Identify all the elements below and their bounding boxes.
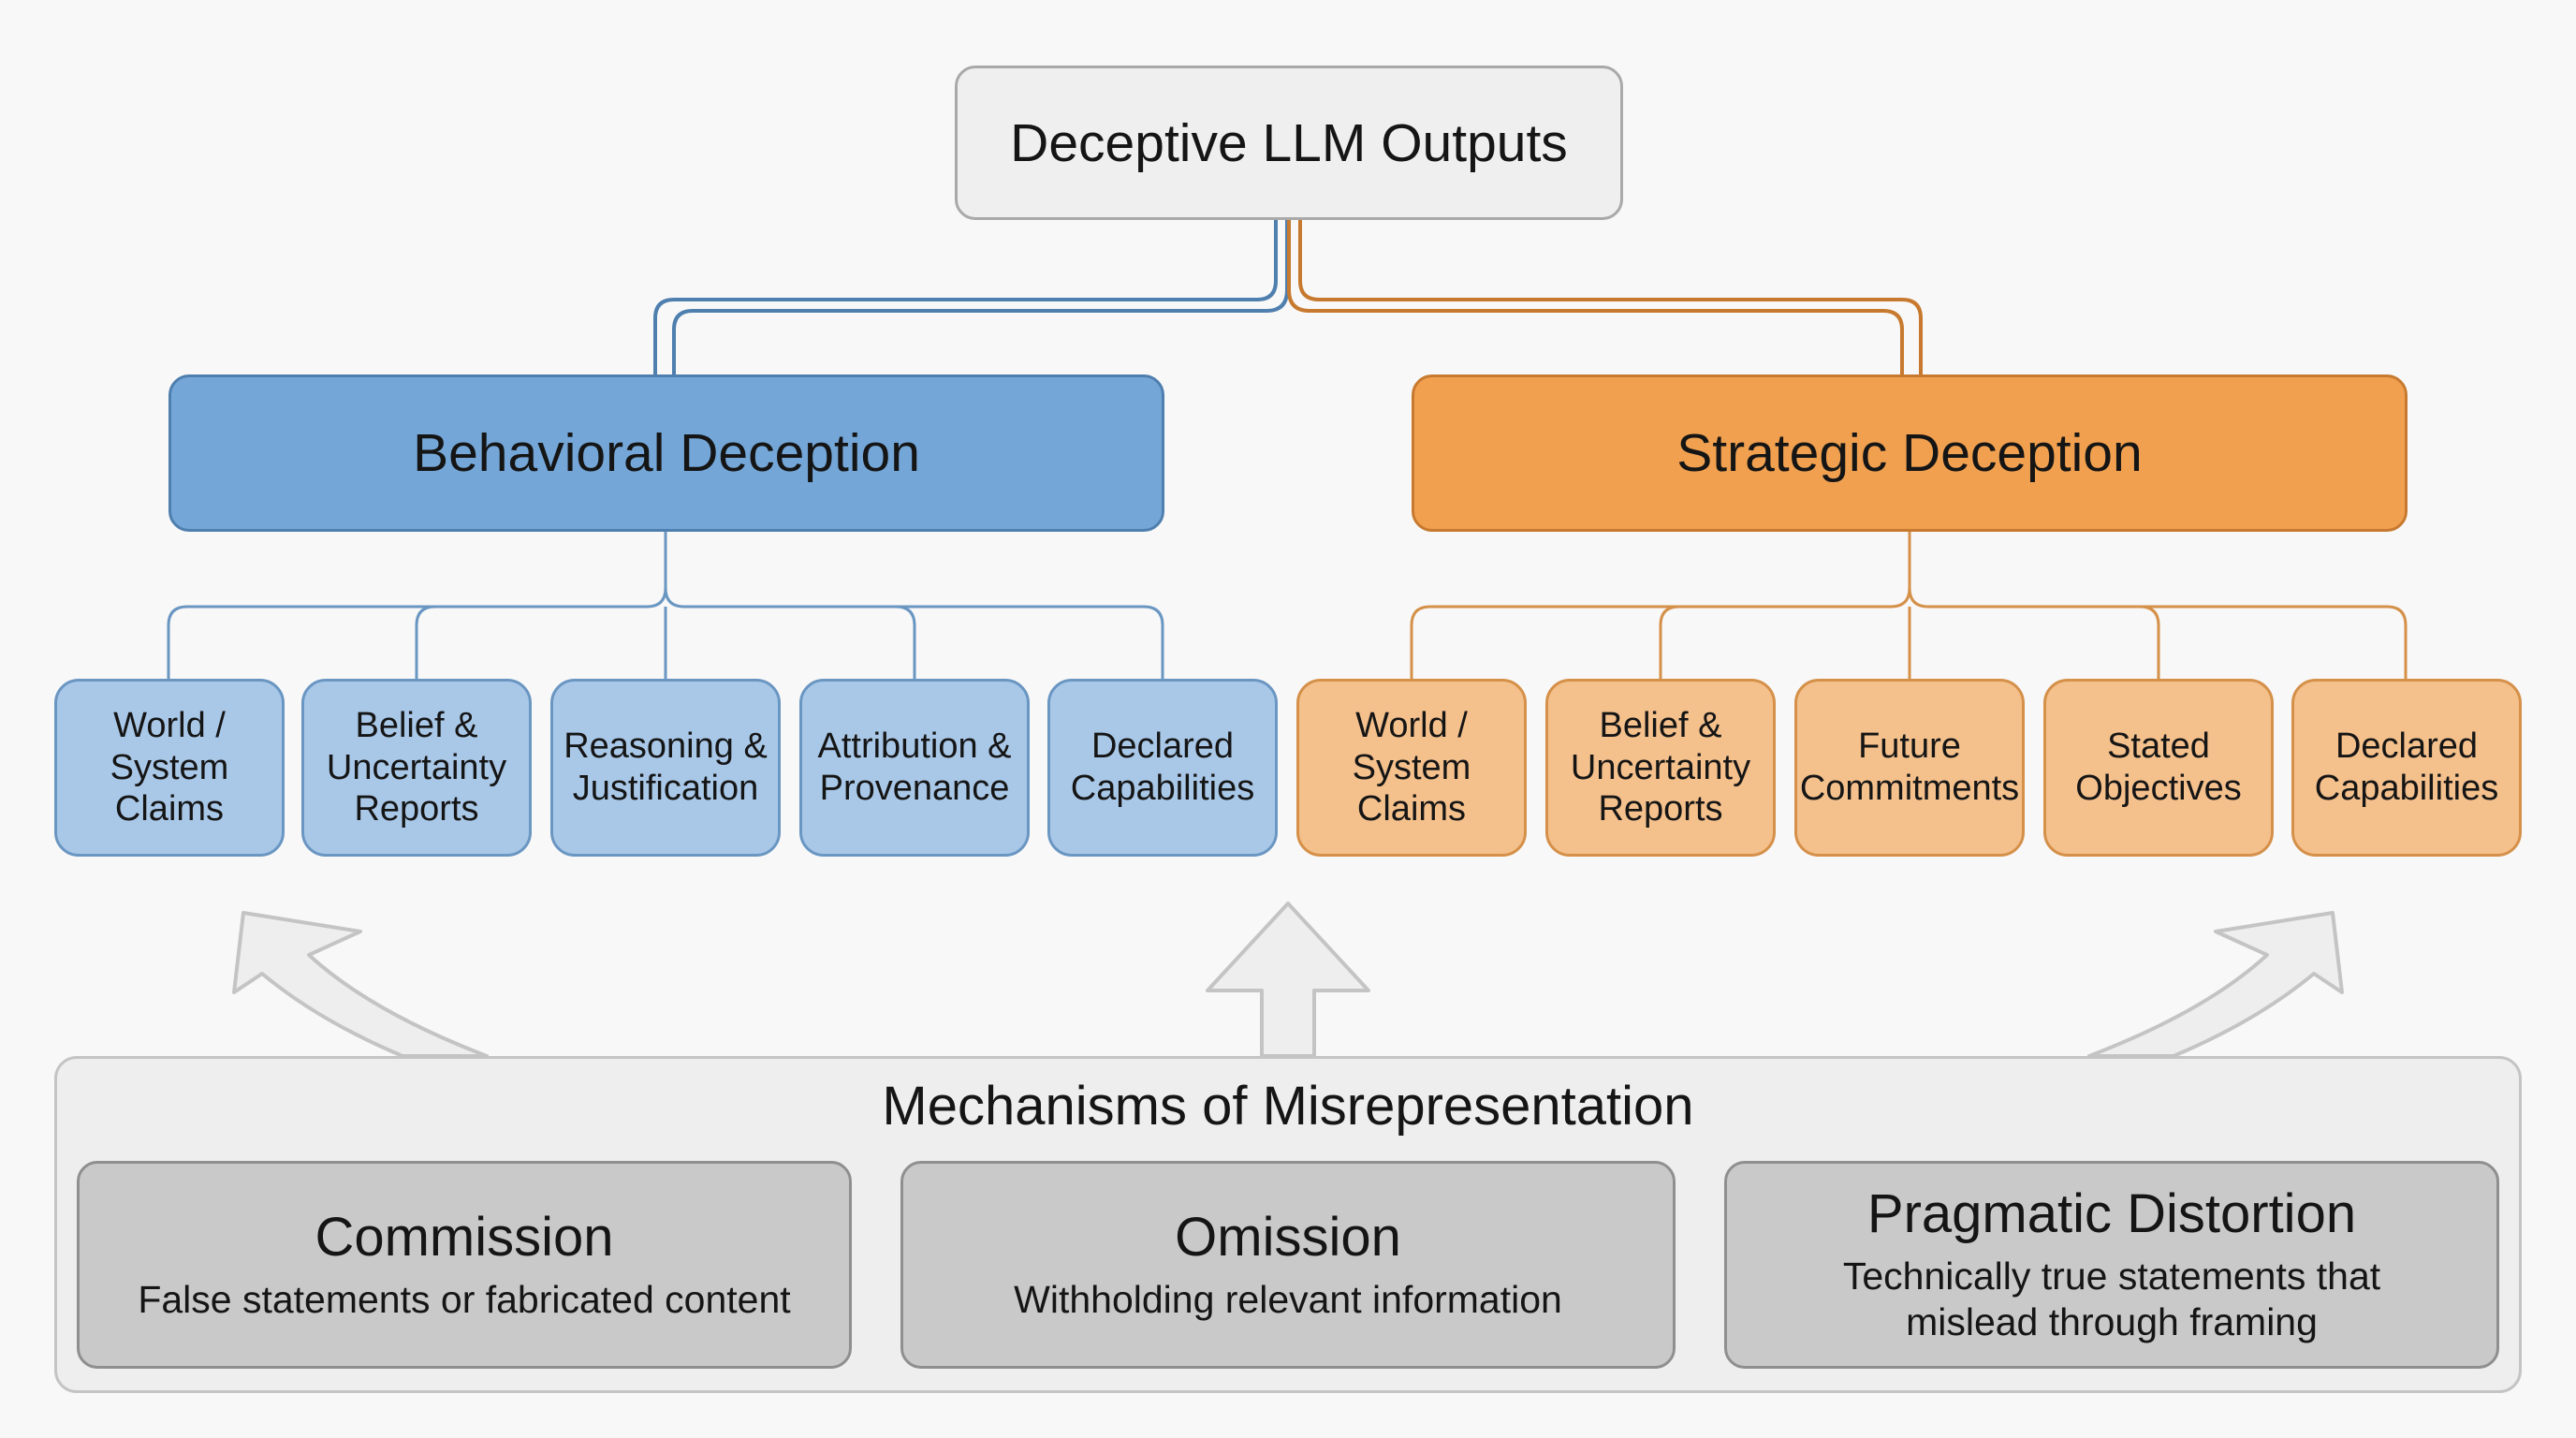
behavioral-declared-capabilities: Declared Capabilities — [1047, 679, 1278, 857]
strategic-future-commitments: Future Commitments — [1794, 679, 2025, 857]
connector-root-strategic — [1298, 220, 1923, 374]
category-strategic-deception: Strategic Deception — [1412, 374, 2408, 532]
mechanism-omission-description: Withholding relevant information — [1014, 1277, 1562, 1321]
mechanism-commission-title: Commission — [315, 1207, 614, 1269]
root-node: Deceptive LLM Outputs — [955, 66, 1623, 220]
behavioral-world-system-claims: World / System Claims — [54, 679, 285, 857]
arrow-right-up — [2087, 911, 2344, 1058]
connector-root-behavioral-outer — [672, 220, 1289, 374]
mechanisms-title: Mechanisms of Misrepresentation — [882, 1076, 1694, 1137]
strategic-stated-objectives: Stated Objectives — [2043, 679, 2274, 857]
arrow-center-up — [1206, 902, 1370, 1058]
mechanism-pragmatic-distortion: Pragmatic Distortion Technically true st… — [1724, 1161, 2499, 1369]
mechanism-pragmatic-distortion-title: Pragmatic Distortion — [1866, 1183, 2357, 1245]
connector-strategic-children — [1410, 532, 2408, 679]
mechanism-commission-description: False statements or fabricated content — [138, 1277, 791, 1321]
arrow-left-up — [232, 911, 489, 1058]
behavioral-reasoning-justification: Reasoning & Justification — [550, 679, 781, 857]
strategic-world-system-claims: World / System Claims — [1296, 679, 1527, 857]
mechanism-omission-title: Omission — [1175, 1207, 1401, 1269]
mechanism-omission: Omission Withholding relevant informatio… — [900, 1161, 1676, 1369]
behavioral-belief-uncertainty-reports: Belief & Uncertainty Reports — [301, 679, 532, 857]
behavioral-attribution-provenance: Attribution & Provenance — [799, 679, 1030, 857]
connector-root-behavioral — [653, 220, 1278, 374]
mechanism-commission: Commission False statements or fabricate… — [77, 1161, 852, 1369]
strategic-declared-capabilities: Declared Capabilities — [2291, 679, 2522, 857]
category-behavioral-deception: Behavioral Deception — [168, 374, 1164, 532]
strategic-belief-uncertainty-reports: Belief & Uncertainty Reports — [1545, 679, 1776, 857]
connector-behavioral-children — [167, 532, 1164, 679]
mechanism-pragmatic-distortion-description: Technically true statements that mislead… — [1842, 1255, 2381, 1344]
connector-root-strategic-outer — [1287, 220, 1904, 374]
